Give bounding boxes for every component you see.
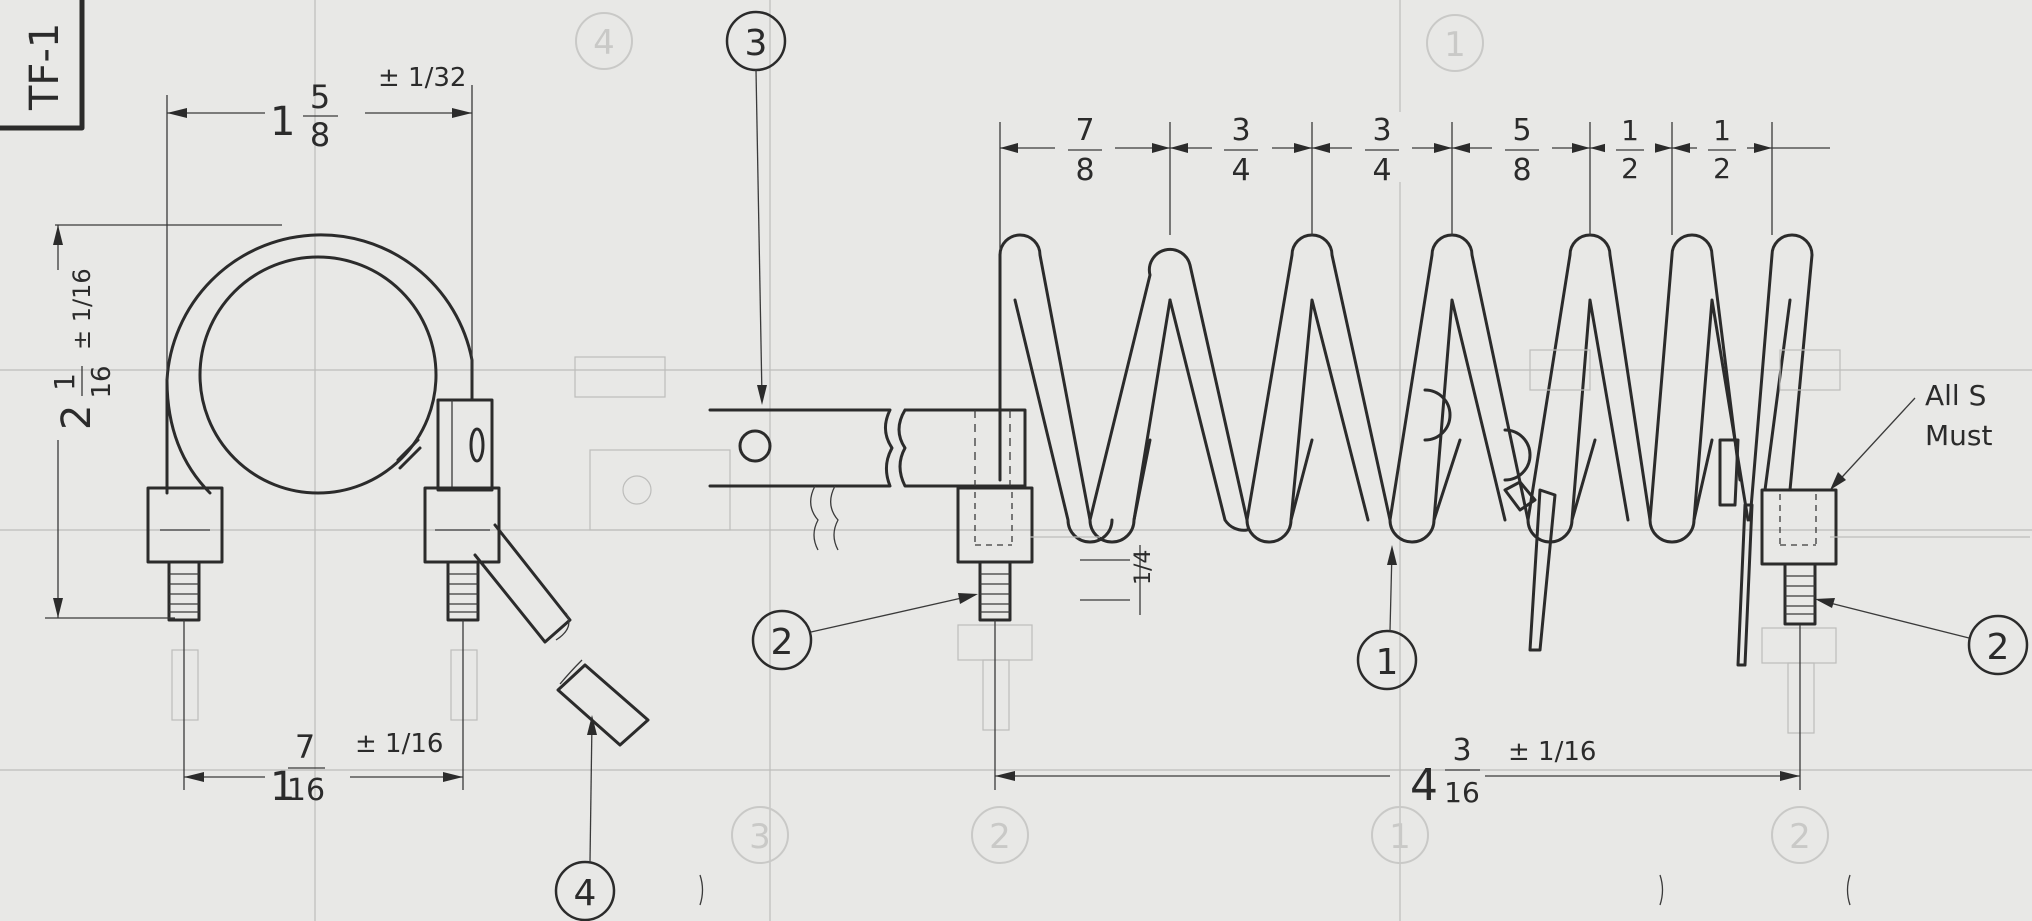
coil-turns — [998, 233, 1814, 544]
dim-bottom-tol: ± 1/16 — [355, 729, 443, 759]
pitch-5-den: 2 — [1621, 152, 1639, 185]
side-view — [574, 233, 2030, 734]
balloons: 3 4 2 1 2 — [554, 10, 2029, 921]
pitch-2-num: 3 — [1231, 113, 1250, 148]
balloon-3: 3 — [745, 23, 768, 64]
svg-text:2: 2 — [989, 817, 1011, 857]
dim-overall-tol: ± 1/16 — [1508, 737, 1596, 767]
svg-text:3: 3 — [749, 817, 771, 857]
dim-overall-whole: 4 — [1410, 760, 1438, 811]
dim-top-num: 5 — [310, 78, 330, 116]
pitch-4-num: 5 — [1512, 113, 1531, 148]
dim-top-tol: ± 1/32 — [378, 63, 466, 93]
balloon-2-left: 2 — [771, 622, 794, 663]
note-text: All S Must — [1925, 379, 1992, 452]
dim-overall-den: 16 — [1444, 776, 1480, 809]
svg-text:4: 4 — [593, 23, 615, 63]
dim-height-tol: ± 1/16 — [68, 268, 96, 350]
pitch-6-num: 1 — [1713, 114, 1731, 147]
pitch-3-den: 4 — [1372, 153, 1391, 188]
pitch-2-den: 4 — [1231, 153, 1250, 188]
svg-text:1: 1 — [1389, 817, 1411, 857]
dimensions: 1 5 8 ± 1/32 2 1 16 ± 1/16 1 7 16 ± 1/16 — [45, 63, 1830, 811]
pitch-5-num: 1 — [1621, 114, 1639, 147]
dim-bottom-whole: 1 — [270, 764, 295, 810]
title-block: TF-1 — [0, 0, 85, 131]
left-thread — [169, 573, 199, 613]
ghost-balloons: 4 1 3 2 1 2 — [575, 12, 1829, 864]
dim-height-num: 1 — [48, 373, 81, 391]
pitch-extension-lines — [999, 122, 1830, 250]
svg-text:2: 2 — [1789, 817, 1811, 857]
note-line-2: Must — [1925, 419, 1992, 452]
pitch-labels: 7 8 3 4 3 4 5 8 1 2 1 2 — [1055, 112, 1747, 188]
title-code: TF-1 — [22, 23, 68, 111]
pitch-3-num: 3 — [1372, 113, 1391, 148]
pitch-4-den: 8 — [1512, 153, 1531, 188]
dim-bottom-den: 16 — [287, 773, 325, 808]
dim-overall-num: 3 — [1452, 733, 1471, 768]
balloon-2-right: 2 — [1987, 627, 2010, 668]
pitch-1-num: 7 — [1075, 113, 1094, 148]
dim-top-den: 8 — [310, 116, 330, 154]
pitch-1-den: 8 — [1075, 153, 1094, 188]
dim-height-whole: 2 — [54, 405, 100, 430]
balloon-4: 4 — [574, 873, 597, 914]
dim-small-vertical: 1/4 — [1131, 550, 1156, 585]
balloon-1: 1 — [1376, 642, 1399, 683]
pitch-arrows — [1000, 143, 1772, 153]
svg-text:1: 1 — [1444, 25, 1466, 65]
note-line-1: All S — [1925, 379, 1986, 412]
dim-bottom-num: 7 — [295, 728, 315, 766]
dim-top-whole: 1 — [270, 99, 295, 145]
end-view — [146, 233, 650, 747]
pitch-6-den: 2 — [1713, 152, 1731, 185]
dim-height-den: 16 — [87, 365, 117, 398]
